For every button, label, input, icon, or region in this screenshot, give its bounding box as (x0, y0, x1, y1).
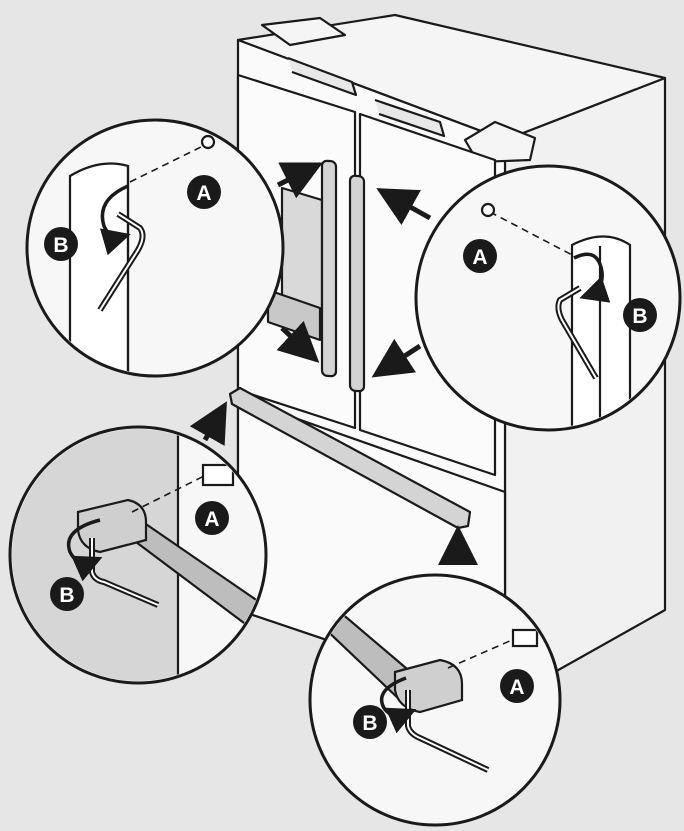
label-b-lower-right-text: B (362, 712, 377, 735)
rotation-arrow-ur (573, 252, 611, 303)
right-door-handle (348, 174, 366, 393)
handle-end-ul (68, 162, 130, 374)
label-a-upper-left: A (187, 175, 221, 209)
label-b-upper-left: B (44, 227, 78, 261)
door-top-trim-right (374, 98, 446, 138)
guide-line-ll (131, 475, 205, 513)
guide-line-ul (129, 144, 206, 183)
pointer-arrows (189, 162, 478, 565)
rotation-arrow-lr (379, 676, 417, 734)
dispenser-panel (280, 186, 324, 312)
label-b-upper-left-text: B (53, 234, 68, 257)
set-screw-lr (511, 628, 539, 648)
label-b-upper-right-text: B (632, 305, 647, 328)
label-a-lower-right: A (500, 669, 534, 703)
label-a-upper-left-text: A (196, 182, 211, 205)
rotation-arrow-ll (66, 518, 103, 582)
door-top-trim-left (287, 56, 358, 97)
left-door-handle (320, 159, 338, 378)
label-a-upper-right-text: A (472, 246, 487, 269)
set-screw-ur (480, 202, 496, 218)
label-a-lower-left-text: A (204, 508, 219, 531)
callout-upper-right (414, 164, 682, 432)
arrow-upper-right-top (376, 188, 432, 226)
label-a-upper-right: A (463, 239, 497, 273)
label-a-lower-right-text: A (509, 676, 524, 699)
arrow-upper-left-top (276, 162, 323, 199)
arrow-upper-left-bottom (276, 320, 320, 363)
arrow-upper-right-bottom (371, 338, 422, 378)
rotation-arrow-ul (99, 184, 131, 256)
guide-line-ur (489, 211, 575, 257)
set-screw-ll (201, 463, 235, 487)
labels: A B A B A B A B (44, 175, 657, 739)
top-hinge-left (260, 16, 347, 47)
handle-end-lr (393, 658, 464, 714)
set-screw-ul (200, 134, 216, 150)
arrow-lower-left (189, 401, 227, 446)
label-b-lower-left: B (50, 577, 84, 611)
callout-lower-left (8, 425, 268, 685)
label-b-lower-right: B (353, 705, 387, 739)
label-b-upper-right: B (623, 298, 657, 332)
label-b-lower-left-text: B (59, 584, 74, 607)
label-a-lower-left: A (195, 501, 229, 535)
